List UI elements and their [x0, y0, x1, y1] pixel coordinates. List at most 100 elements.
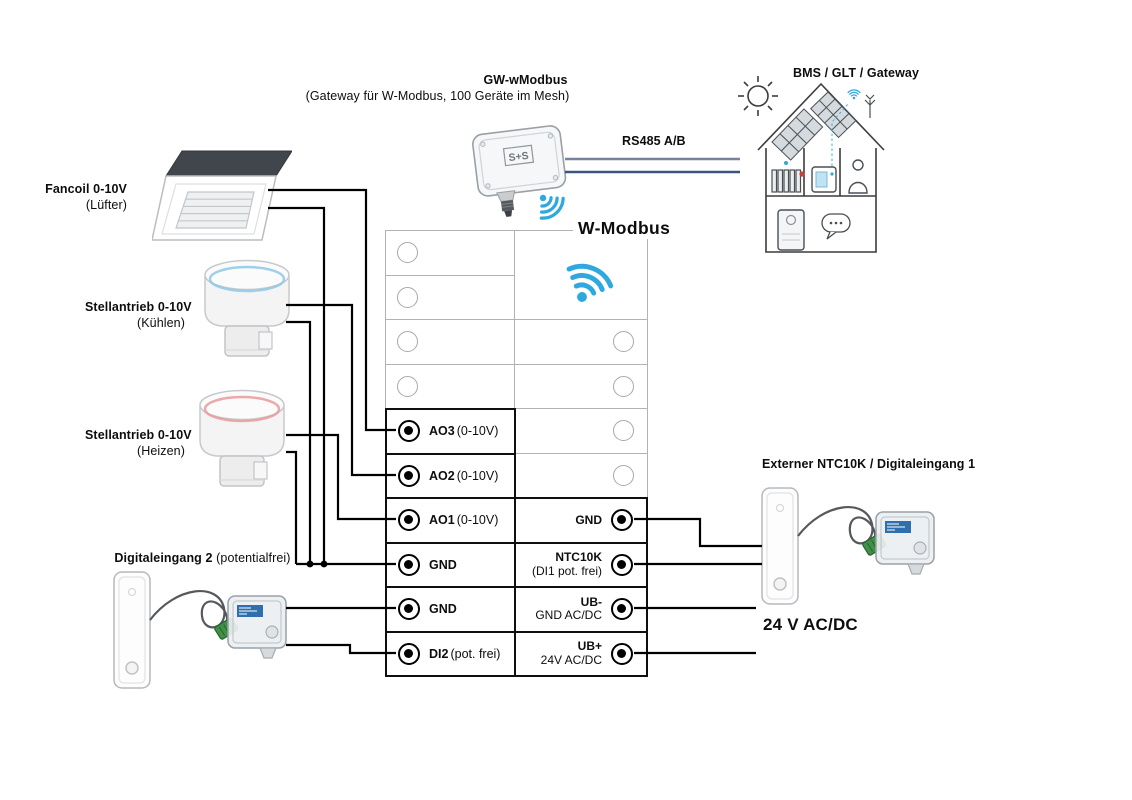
wire-junction-dot	[320, 560, 328, 568]
thermostat-icon	[811, 166, 837, 193]
terminal-detail: (DI1 pot. frei)	[531, 563, 602, 578]
wmodbus-label: W-Modbus	[573, 218, 676, 239]
terminal-hole	[397, 375, 418, 397]
wire-right-gnd	[634, 517, 762, 548]
actuator-heating-image	[199, 389, 285, 487]
terminal-cell-blank-r3	[514, 408, 648, 454]
digital-input2-name: Digitaleingang 2	[114, 551, 213, 565]
sun-icon	[738, 76, 778, 116]
terminal-detail: (0-10V)	[456, 424, 499, 439]
actuator-heating-sub: (Heizen)	[136, 443, 185, 458]
terminal-ao3	[398, 420, 420, 443]
terminal-label: GND	[429, 557, 457, 572]
radiator-icon	[771, 161, 805, 193]
antenna-icon	[864, 94, 876, 118]
person-icon	[848, 159, 868, 194]
gateway-logo-box	[502, 144, 535, 167]
terminal-hole	[397, 286, 418, 308]
terminal-gnd-right	[611, 509, 633, 532]
house-outline	[757, 82, 885, 253]
rs485-label: RS485 A/B	[622, 134, 686, 148]
terminal-hole	[613, 375, 634, 397]
wire-heating-gnd	[286, 450, 298, 564]
terminal-cell-blank-l2	[385, 274, 516, 320]
terminal-label: UB-	[580, 594, 602, 609]
terminal-cell-blank-r2	[514, 363, 648, 409]
terminal-cell-ntc10k: NTC10K(DI1 pot. frei)	[514, 541, 648, 588]
bms-building-image	[738, 76, 885, 253]
fancoil-sub: (Lüfter)	[85, 197, 127, 212]
wire-junction-dot	[306, 560, 314, 568]
actuator-heating-label: Stellantrieb 0-10V (Heizen)	[85, 428, 192, 459]
terminal-ub-plus	[611, 642, 633, 665]
terminal-gnd2	[398, 598, 420, 621]
fancoil-image	[152, 150, 292, 241]
terminal-cell-di2: DI2(pot. frei)	[385, 630, 516, 677]
wire-door-di2	[286, 643, 396, 655]
terminal-detail: 24V AC/DC	[540, 652, 602, 667]
gateway-logo: S+S	[508, 150, 529, 164]
terminal-cell-blank-r4	[514, 452, 648, 498]
terminal-cell-ao3: AO3(0-10V)	[385, 408, 516, 455]
wire-heating-ao1	[286, 433, 396, 521]
boiler-icon	[777, 209, 805, 251]
terminal-cell-blank-l1	[385, 230, 516, 276]
terminal-ub-minus	[611, 598, 633, 621]
terminal-label: AO1	[429, 513, 455, 528]
terminal-cell-blank-l3	[385, 319, 516, 365]
gateway-title: GW-wModbus	[483, 73, 568, 87]
solar-panel-left	[771, 108, 824, 161]
actuator-cooling-name: Stellantrieb 0-10V	[85, 300, 192, 314]
terminal-label: GND	[429, 602, 457, 617]
actuator-cooling-sub: (Kühlen)	[136, 315, 185, 330]
terminal-cell-gnd1: GND	[385, 541, 516, 588]
fancoil-label: Fancoil 0-10V (Lüfter)	[27, 182, 127, 213]
terminal-label: AO2	[429, 468, 455, 483]
actuator-cooling-label: Stellantrieb 0-10V (Kühlen)	[85, 300, 192, 331]
cable-gland	[496, 190, 516, 217]
door-contact-left-image	[112, 570, 288, 690]
terminal-label: UB+	[577, 639, 602, 654]
terminal-detail: GND AC/DC	[535, 608, 602, 623]
terminal-label: GND	[575, 512, 602, 527]
terminal-label: NTC10K	[555, 550, 602, 565]
terminal-cell-ub-plus: UB+24V AC/DC	[514, 630, 648, 677]
terminal-detail: (0-10V)	[456, 468, 499, 483]
gateway-image: S+S	[472, 125, 567, 217]
terminal-ao2	[398, 464, 420, 487]
terminal-label: AO3	[429, 424, 455, 439]
wireless-link-line	[831, 103, 849, 166]
terminal-cell-blank-r1	[514, 319, 648, 365]
terminal-cell-ub-minus: UB-GND AC/DC	[514, 586, 648, 633]
digital-input2-label: Digitaleingang 2 (potentialfrei)	[100, 551, 305, 567]
terminal-hole	[397, 242, 418, 264]
terminal-ntc10k	[611, 553, 633, 576]
terminal-detail: (0-10V)	[456, 513, 499, 528]
actuator-cooling-image	[204, 259, 290, 357]
terminal-hole	[613, 331, 634, 353]
terminal-hole	[397, 331, 418, 353]
solar-panel-right	[810, 91, 857, 139]
speech-bubble-icon	[821, 213, 851, 240]
bms-label: BMS / GLT / Gateway	[793, 66, 919, 80]
external-ntc-label: Externer NTC10K / Digitaleingang 1	[762, 457, 976, 471]
terminal-gnd1	[398, 553, 420, 576]
gateway-subtitle: (Gateway für W-Modbus, 100 Geräte im Mes…	[305, 89, 570, 103]
terminal-cell-gnd-right: GND	[514, 497, 648, 544]
terminal-cell-ao1: AO1(0-10V)	[385, 497, 516, 544]
wire-cooling-ao2	[286, 303, 396, 477]
terminal-hole	[613, 420, 634, 442]
fancoil-name: Fancoil 0-10V	[45, 182, 127, 196]
terminal-detail: (pot. frei)	[450, 646, 501, 661]
actuator-heating-name: Stellantrieb 0-10V	[85, 428, 192, 442]
terminal-cell-blank-l4	[385, 363, 516, 409]
terminal-di2	[398, 642, 420, 665]
terminal-cell-gnd2: GND	[385, 586, 516, 633]
power-label: 24 V AC/DC	[763, 615, 858, 634]
terminal-cell-wireless	[514, 230, 648, 321]
terminal-ao1	[398, 509, 420, 532]
terminal-hole	[613, 464, 634, 486]
door-contact-right-image	[760, 486, 936, 606]
digital-input2-sub: (potentialfrei)	[216, 551, 291, 565]
